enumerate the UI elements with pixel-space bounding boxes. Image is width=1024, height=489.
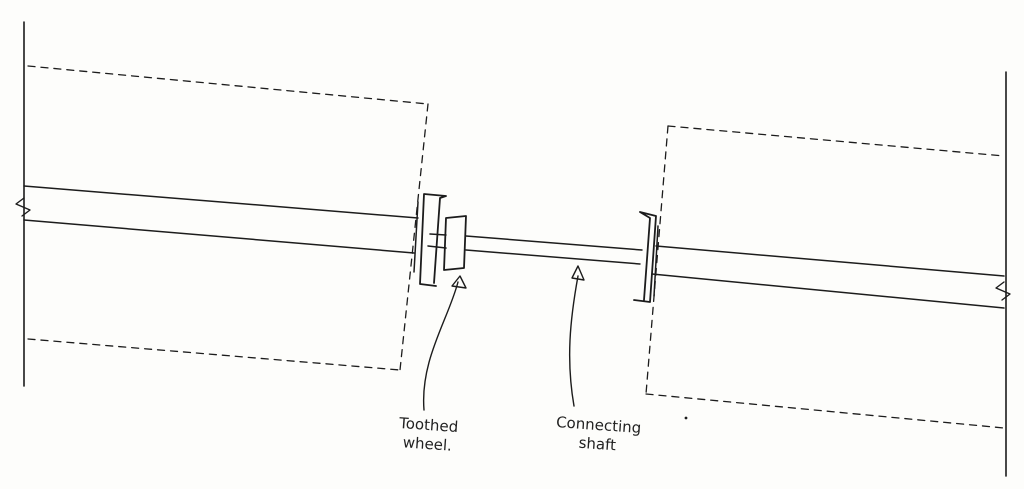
right-axle [651,245,1005,309]
left-break-mark [15,197,31,217]
right-dashed-region [645,125,1005,429]
stray-dot [684,416,688,420]
left-axle [23,185,419,254]
left-dashed-region [27,65,429,371]
right-coupling-bracket [633,211,657,303]
toothed-wheel-arrowhead [451,275,467,289]
toothed-wheel-label: Toothed wheel. [387,413,469,456]
right-break-mark [995,281,1011,301]
left-flange-line [413,201,419,273]
toothed-wheel-arrow [422,281,459,411]
connecting-shaft-arrow [568,275,579,407]
connecting-shaft [427,233,643,265]
left-coupling-bracket [419,193,447,287]
toothed-wheel [443,215,467,271]
connecting-shaft-arrowhead [571,265,585,281]
connecting-shaft-label: Connecting shaft [547,413,649,458]
right-flange-line [653,225,659,297]
